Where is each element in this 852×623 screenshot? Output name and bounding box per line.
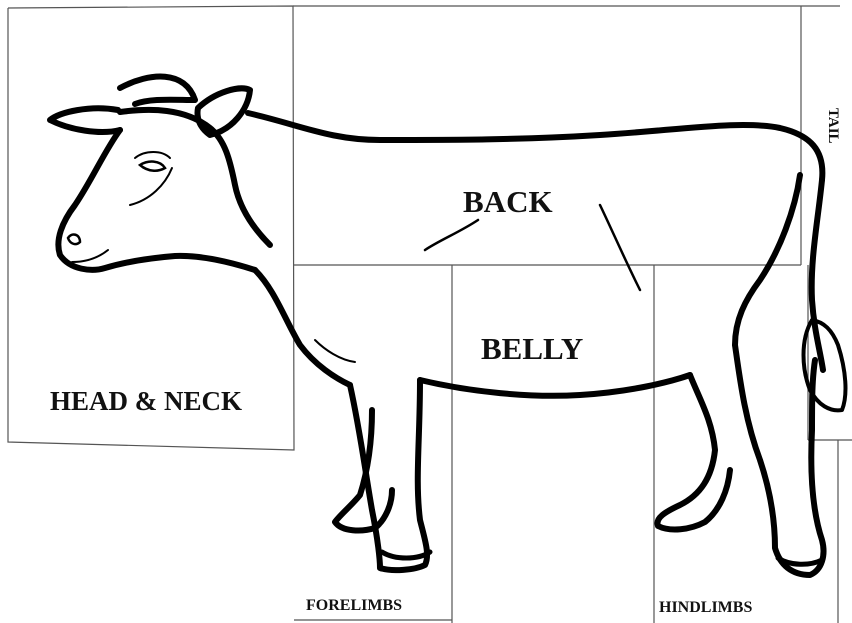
belly-label: BELLY: [481, 333, 583, 364]
cow-face-top: [120, 110, 270, 245]
region-boundaries: [8, 6, 852, 623]
cow-foreleg-far: [335, 410, 392, 530]
cow-outline: [50, 77, 845, 575]
tail-label: TAIL: [825, 108, 840, 144]
cow-shoulder-line: [425, 220, 478, 250]
cow-horn: [120, 77, 195, 104]
back-label: BACK: [463, 186, 553, 217]
cow-mouth: [72, 250, 108, 262]
head-neck-region-border: [8, 6, 294, 450]
cow-hindleg-near: [735, 345, 824, 575]
cow-cheek: [130, 168, 172, 205]
cow-back: [248, 113, 822, 180]
cow-hoof-fore: [382, 552, 430, 558]
cow-hoof-hind: [778, 558, 822, 564]
cow-flank-line: [600, 205, 640, 290]
cow-chest-fold: [315, 340, 355, 362]
cow-belly: [420, 375, 690, 396]
cow-hindleg-far: [657, 375, 730, 529]
cow-eye: [140, 162, 165, 171]
cow-brow: [135, 152, 170, 158]
cow-neck: [255, 270, 350, 385]
cow-left-horn: [50, 108, 120, 132]
cow-nostril: [68, 235, 80, 245]
hindlimbs-label: HINDLIMBS: [659, 600, 752, 616]
forelimbs-label: FORELIMBS: [306, 598, 402, 614]
cow-tail: [812, 180, 823, 370]
cow-foreleg-near: [350, 380, 427, 570]
cow-rump: [735, 175, 800, 345]
head-neck-label: HEAD & NECK: [50, 388, 242, 415]
